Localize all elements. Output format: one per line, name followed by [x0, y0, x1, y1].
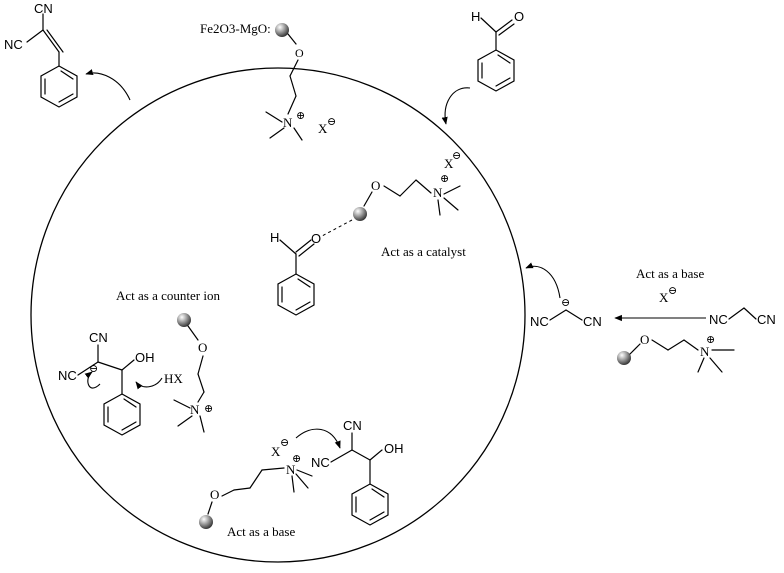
plus-charge: ⊕	[440, 173, 449, 185]
o-atom: O	[514, 9, 524, 24]
cn-label: CN	[34, 1, 53, 16]
plus-charge: ⊕	[706, 334, 715, 346]
nc-label: NC	[709, 312, 728, 327]
nc-label: NC	[530, 314, 549, 329]
cn-label: CN	[757, 312, 776, 327]
cn-label: CN	[343, 418, 362, 433]
minus-charge: ⊖	[280, 437, 289, 449]
supported-choline-top: Fe2O3-MgO: O N ⊕ X ⊖	[200, 21, 336, 141]
n-atom: N	[433, 185, 443, 200]
support-ball-bottom	[199, 515, 213, 529]
h-bond-dashed	[321, 219, 353, 237]
nc-label: NC	[311, 455, 330, 470]
minus-charge: ⊖	[89, 363, 98, 375]
n-atom: N	[283, 115, 293, 130]
act-as-base-right-label: Act as a base	[636, 266, 704, 281]
o-atom: O	[210, 487, 219, 502]
malononitrile-deprotonation: Act as a base X ⊖ NC CN NC CN ⊖ O N ⊕	[530, 266, 776, 373]
minus-charge: ⊖	[561, 297, 570, 309]
h-atom: H	[270, 230, 279, 245]
h-atom: H	[471, 9, 480, 24]
act-as-catalyst-label: Act as a catalyst	[381, 244, 466, 259]
curved-arrow-cn	[84, 371, 101, 389]
support-ball-right	[617, 351, 631, 365]
arrow-substrate-entry	[441, 87, 471, 125]
x-anion: X	[318, 121, 328, 136]
arrow-product-release	[85, 69, 131, 101]
minus-charge: ⊖	[452, 150, 461, 162]
counter-ion-step: Act as a counter ion CN NC ⊖ OH HX O N ⊕	[58, 288, 220, 436]
nc-label: NC	[4, 37, 23, 52]
n-atom: N	[190, 402, 200, 417]
adduct-base-step: X ⊖ N ⊕ O Act as a base CN NC OH	[199, 418, 404, 539]
curved-arrow-deprotonation	[295, 428, 341, 449]
support-ball-left	[177, 313, 191, 327]
act-as-counter-ion-label: Act as a counter ion	[116, 288, 220, 303]
hx-label: HX	[164, 371, 183, 386]
o-atom: O	[198, 340, 207, 355]
x-anion: X	[271, 444, 281, 459]
plus-charge: ⊕	[292, 453, 301, 465]
x-anion: X	[659, 290, 669, 305]
cn-label: CN	[583, 314, 602, 329]
act-as-base-bottom-label: Act as a base	[227, 524, 295, 539]
catalyst-aldehyde-complex: X ⊖ N ⊕ O O H Act as a catalyst	[270, 150, 466, 316]
support-ball-complex	[353, 207, 367, 221]
oh-label: OH	[384, 441, 404, 456]
oh-label: OH	[135, 350, 155, 365]
nc-label: NC	[58, 368, 77, 383]
support-label: Fe2O3-MgO:	[200, 21, 271, 36]
n-atom: N	[286, 462, 296, 477]
minus-charge: ⊖	[327, 116, 336, 128]
support-ball-top	[275, 23, 289, 37]
o-atom: O	[371, 178, 380, 193]
o-atom: O	[311, 231, 321, 246]
product-benzylidenemalononitrile: CN NC	[4, 1, 78, 108]
o-atom: O	[640, 332, 649, 347]
cn-label: CN	[89, 330, 108, 345]
plus-charge: ⊕	[296, 110, 305, 122]
o-atom: O	[295, 46, 304, 60]
arrow-carbanion-attack	[525, 262, 561, 299]
benzaldehyde-top-right: H O	[471, 9, 524, 92]
curved-arrow-proton	[135, 377, 163, 390]
plus-charge: ⊕	[204, 403, 213, 415]
x-anion: X	[444, 156, 454, 171]
minus-charge: ⊖	[668, 285, 677, 297]
cycle-circle	[30, 67, 526, 563]
n-atom: N	[700, 344, 710, 359]
